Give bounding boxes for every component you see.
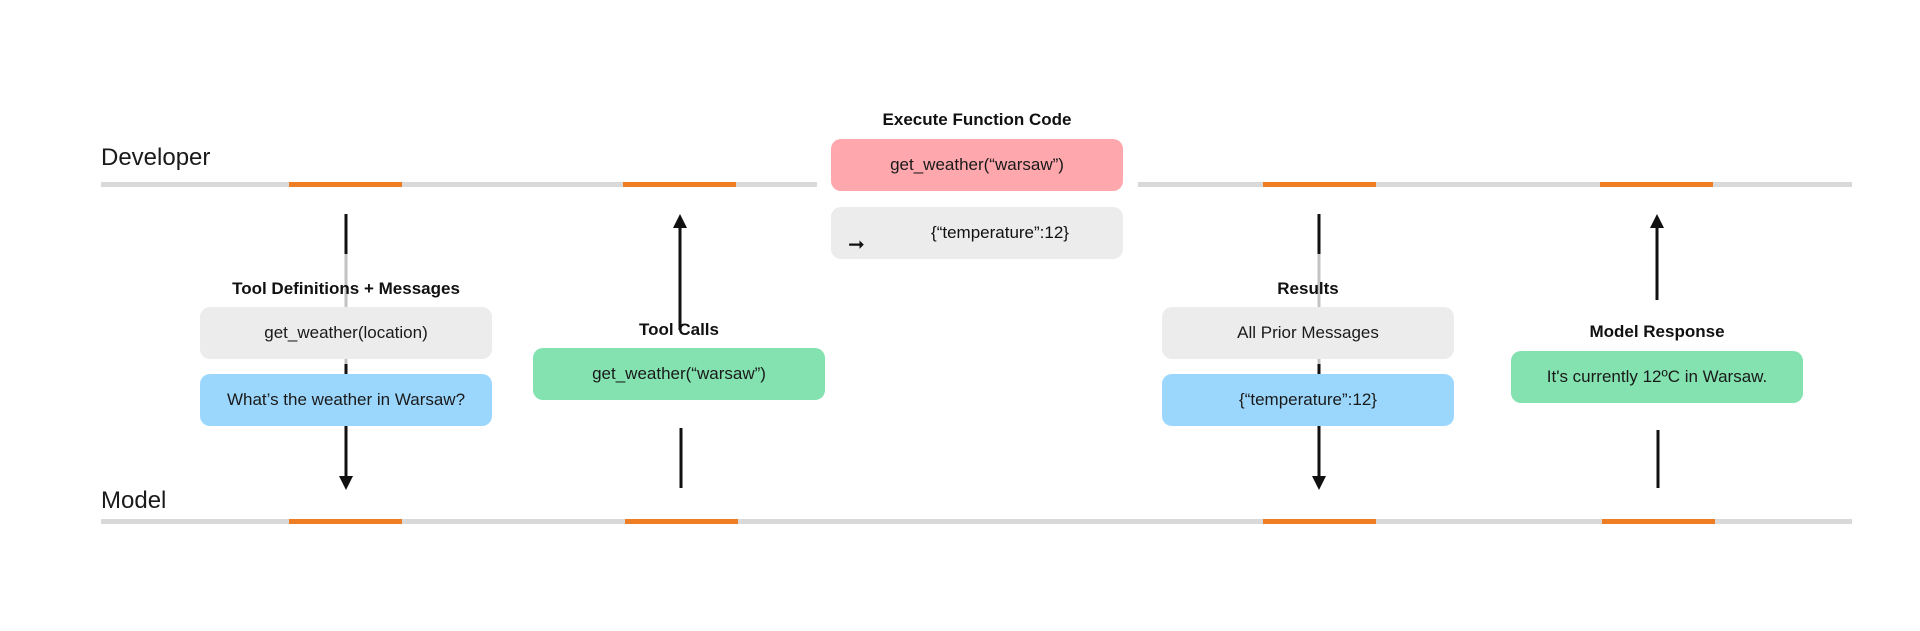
execute-function-title: Execute Function Code <box>882 110 1072 129</box>
result-message-box: {“temperature”:12} <box>1162 374 1454 426</box>
arrow-up-icon <box>673 214 687 488</box>
arrow-right-icon: ➞ <box>848 234 865 256</box>
model-track <box>101 519 1852 524</box>
model-segment-3 <box>1263 519 1376 524</box>
developer-segment-4 <box>1600 182 1713 187</box>
arrow-up-icon <box>1650 214 1664 488</box>
developer-lane-label: Developer <box>101 144 211 171</box>
execute-result-box <box>831 207 1123 259</box>
developer-segment-2 <box>623 182 736 187</box>
tool-definitions-title: Tool Definitions + Messages <box>232 279 460 298</box>
developer-segment-1 <box>289 182 402 187</box>
execute-result-text: {“temperature”:12} <box>931 223 1069 242</box>
prior-messages-box: All Prior Messages <box>1162 307 1454 359</box>
model-segment-1 <box>289 519 402 524</box>
developer-track-right <box>1138 182 1852 187</box>
execute-call-box: get_weather(“warsaw”) <box>831 139 1123 191</box>
model-response-box: It's currently 12ºC in Warsaw. <box>1511 351 1803 403</box>
model-lane-label: Model <box>101 487 167 514</box>
developer-segment-3 <box>1263 182 1376 187</box>
developer-track-left <box>101 182 817 187</box>
results-title: Results <box>1277 279 1339 298</box>
model-response-title: Model Response <box>1589 322 1725 341</box>
model-segment-4 <box>1602 519 1715 524</box>
tool-call-box: get_weather(“warsaw”) <box>533 348 825 400</box>
user-message-box: What’s the weather in Warsaw? <box>200 374 492 426</box>
model-segment-2 <box>625 519 738 524</box>
tool-definition-box: get_weather(location) <box>200 307 492 359</box>
tool-calls-title: Tool Calls <box>639 320 719 339</box>
